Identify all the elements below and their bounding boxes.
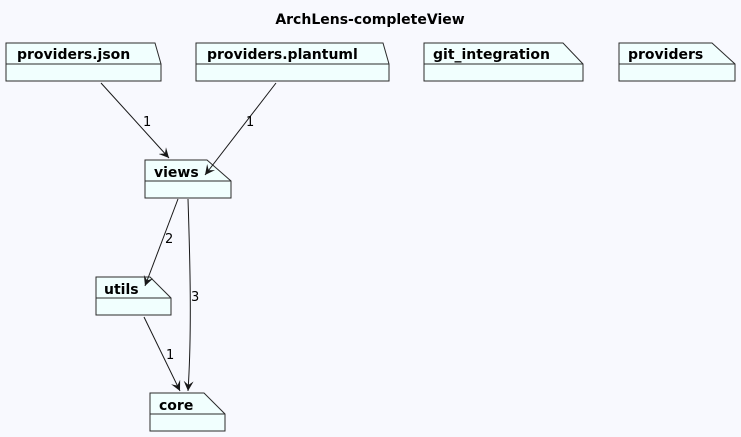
- edge-providers-json-to-views: 1: [100, 82, 170, 159]
- edge-providers-plantuml-to-views: 1: [204, 82, 277, 176]
- package-shape: [423, 42, 584, 82]
- dependency-arrow: [100, 82, 170, 159]
- package-git-integration[interactable]: git_integration: [423, 42, 584, 82]
- package-shape: [95, 276, 172, 316]
- edge-utils-to-core: 1: [143, 316, 181, 392]
- package-shape: [5, 42, 162, 82]
- package-utils[interactable]: utils: [95, 276, 172, 316]
- package-providers-plantuml[interactable]: providers.plantuml: [195, 42, 390, 82]
- package-label: providers.plantuml: [207, 47, 358, 63]
- edge-label: 1: [143, 115, 151, 130]
- package-views[interactable]: views: [144, 159, 232, 199]
- edge-label: 1: [246, 115, 254, 130]
- package-shape: [618, 42, 736, 82]
- package-shape: [195, 42, 390, 82]
- edge-views-to-utils: 2: [143, 198, 179, 287]
- package-label: utils: [104, 282, 139, 298]
- edge-label: 2: [165, 232, 173, 247]
- package-label: views: [154, 165, 199, 181]
- dependency-arrow: [204, 82, 277, 176]
- dependency-arrow: [143, 198, 179, 287]
- edge-views-to-core: 3: [183, 198, 199, 392]
- package-providers[interactable]: providers: [618, 42, 736, 82]
- dependency-arrow: [143, 316, 181, 392]
- diagram-title: ArchLens-completeView: [275, 12, 464, 28]
- package-core[interactable]: core: [149, 392, 226, 432]
- dependency-arrow: [183, 198, 194, 392]
- package-label: core: [159, 398, 193, 414]
- package-label: git_integration: [433, 47, 550, 63]
- package-label: providers.json: [17, 47, 130, 63]
- package-shape: [149, 392, 226, 432]
- edge-label: 1: [166, 348, 174, 363]
- edge-label: 3: [191, 290, 199, 305]
- package-providers-json[interactable]: providers.json: [5, 42, 162, 82]
- package-label: providers: [628, 47, 703, 63]
